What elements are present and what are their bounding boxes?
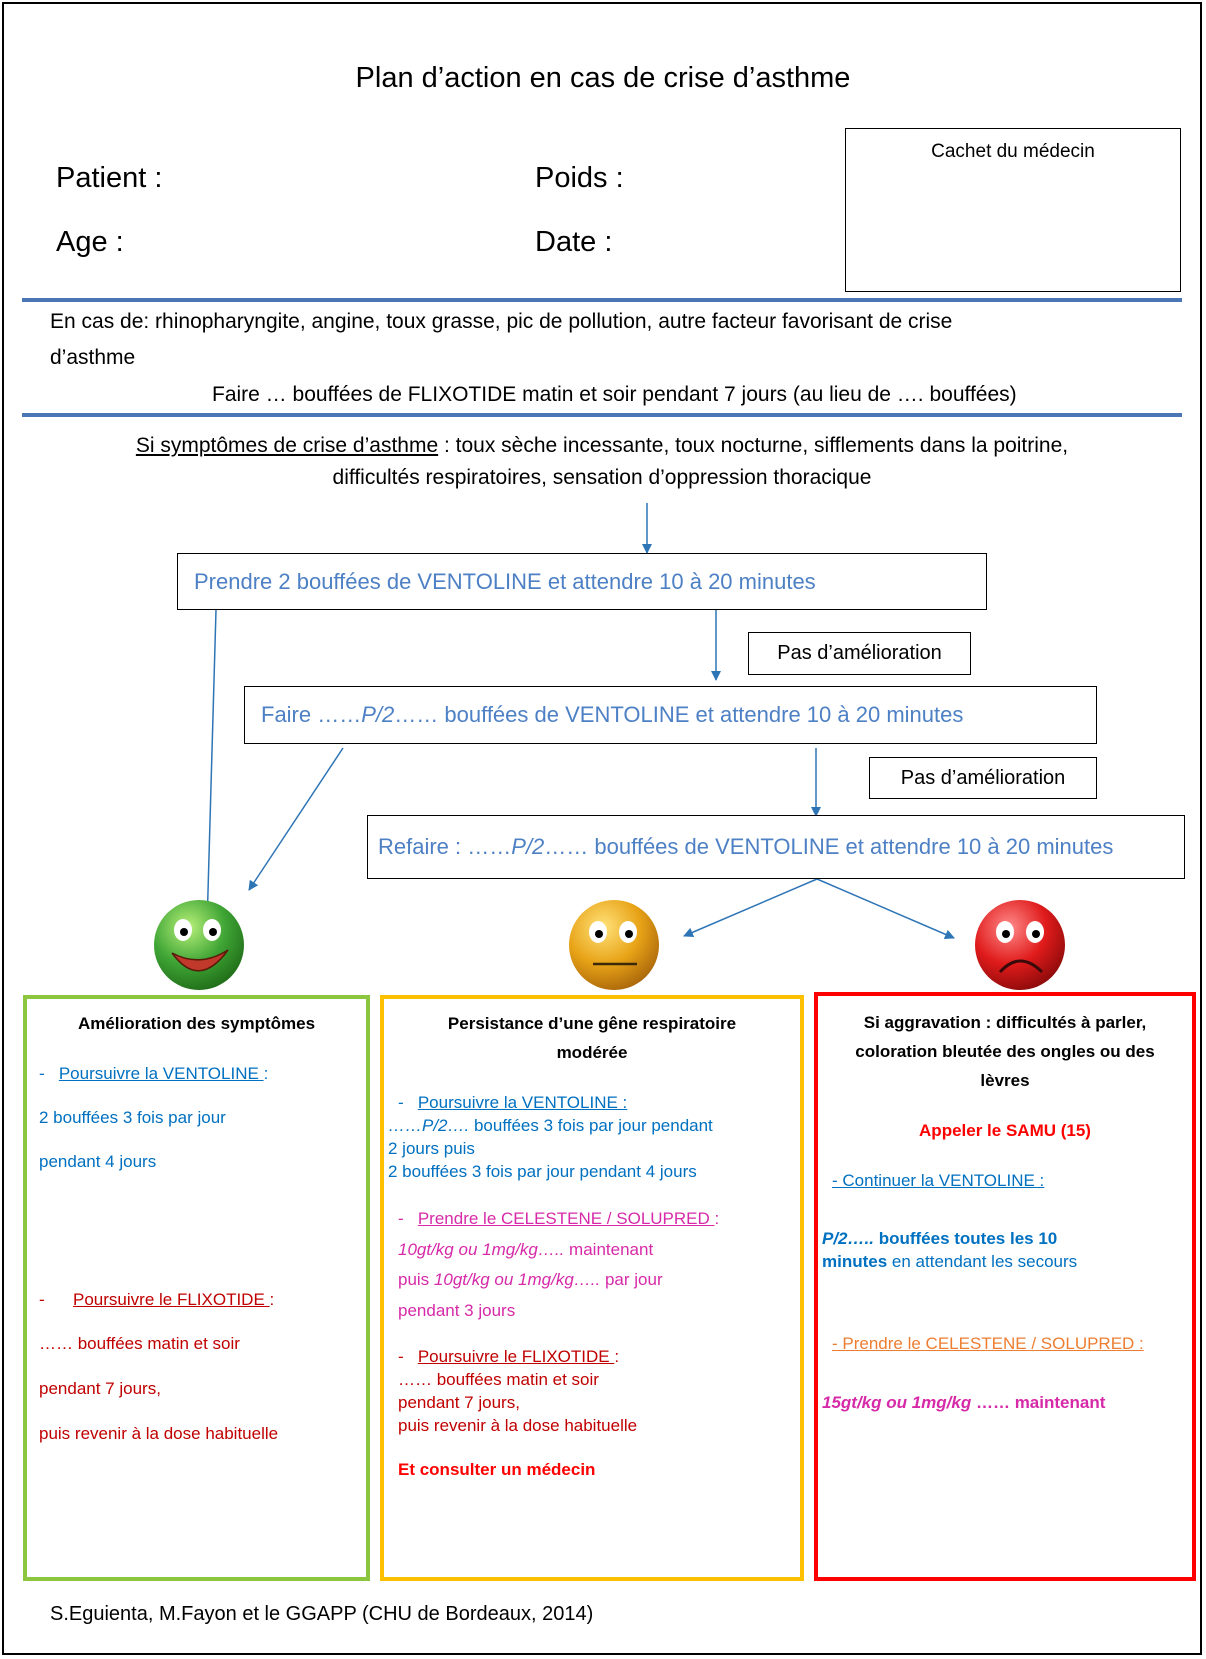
red-ventoline-waiting: en attendant les secours <box>887 1252 1078 1271</box>
red-celestene-label: - Prendre le CELESTENE / SOLUPRED : <box>832 1334 1144 1353</box>
no-improvement-label-1: Pas d’amélioration <box>777 642 942 664</box>
orange-dash-3: - <box>398 1347 404 1366</box>
step-3-box: Refaire : …… P/2…… bouffées de VENTOLINE… <box>367 815 1185 879</box>
green-dash-1: - <box>39 1064 45 1083</box>
orange-flixotide-label: Poursuivre le FLIXOTIDE <box>417 1347 615 1366</box>
prevention-line-1: En cas de: rhinopharyngite, angine, toux… <box>50 310 953 333</box>
footer-credit: S.Eguienta, M.Fayon et le GGAPP (CHU de … <box>50 1603 594 1625</box>
green-flixotide-colon: : <box>269 1290 275 1309</box>
red-celestene-dose: 15gt/kg ou 1mg/kg …… maintenant <box>822 1393 1105 1413</box>
stamp-label: Cachet du médecin <box>931 141 1095 162</box>
orange-flixotide-dose-1: …… bouffées matin et soir <box>398 1370 599 1389</box>
improvement-column: Amélioration des symptômes - Poursuivre … <box>23 995 370 1581</box>
orange-ventoline-dose-3: 2 bouffées 3 fois par jour pendant 4 jou… <box>388 1162 697 1181</box>
arrow-step2-to-green <box>248 747 344 891</box>
poids-label: Poids : <box>535 162 624 194</box>
step-2-box: Faire …… P/2…… bouffées de VENTOLINE et … <box>244 686 1097 744</box>
green-flixotide-dose-2: pendant 7 jours, <box>39 1379 161 1398</box>
divider-top <box>22 298 1182 302</box>
orange-ventoline-label: Poursuivre la VENTOLINE : <box>417 1093 628 1112</box>
prevention-flixotide-line: Faire … bouffées de FLIXOTIDE matin et s… <box>212 383 1017 406</box>
call-samu: Appeler le SAMU (15) <box>919 1121 1091 1140</box>
green-ventoline-label: Poursuivre la VENTOLINE <box>58 1064 264 1083</box>
arrow-step3-to-red <box>816 878 955 940</box>
orange-celestene-per-day: par jour <box>600 1270 663 1289</box>
divider-middle <box>22 413 1182 417</box>
orange-dash-1: - <box>398 1093 404 1112</box>
red-celestene-now: …… maintenant <box>971 1393 1106 1412</box>
improvement-title: Amélioration des symptômes <box>77 1014 316 1033</box>
orange-flixotide-colon: : <box>614 1347 620 1366</box>
orange-celestene-dose-1: 10gt/kg ou 1mg/kg….. maintenant <box>398 1240 653 1260</box>
orange-ventoline-p2: ……P/2…. <box>388 1116 470 1135</box>
red-ventoline-minutes: minutes <box>822 1252 888 1271</box>
persistence-title-2: modérée <box>556 1043 628 1062</box>
orange-celestene-label: Prendre le CELESTENE / SOLUPRED <box>417 1209 715 1228</box>
consult-doctor: Et consulter un médecin <box>398 1460 596 1479</box>
green-flixotide-dose-1: …… bouffées matin et soir <box>39 1334 240 1353</box>
red-ventoline-dose-1: P/2….. bouffées toutes les 10 <box>822 1229 1057 1249</box>
step-2-text-b: …… bouffées de VENTOLINE et attendre 10 … <box>394 702 964 727</box>
orange-celestene-now: maintenant <box>564 1240 654 1259</box>
aggravation-title-1: Si aggravation : difficultés à parler, <box>863 1013 1147 1032</box>
step-1-text: Prendre 2 bouffées de VENTOLINE et atten… <box>194 568 816 594</box>
green-flixotide-line: - Poursuivre le FLIXOTIDE : <box>39 1290 274 1310</box>
arrow-step3-to-orange <box>683 878 818 938</box>
aggravation-column: Si aggravation : difficultés à parler, c… <box>814 992 1196 1581</box>
symptoms-rest: : toux sèche incessante, toux nocturne, … <box>438 434 1069 457</box>
doctor-stamp-box: Cachet du médecin <box>845 128 1181 292</box>
step-2-text-a: Faire …… <box>261 702 362 727</box>
no-improvement-box-2: Pas d’amélioration <box>869 757 1097 799</box>
symptoms-label: Si symptômes de crise d’asthme <box>135 434 439 457</box>
persistence-title-1: Persistance d’une gêne respiratoire <box>447 1014 737 1033</box>
orange-flixotide-dose-3: puis revenir à la dose habituelle <box>398 1416 638 1435</box>
patient-label: Patient : <box>56 162 163 194</box>
page-title: Plan d’action en cas de crise d’asthme <box>355 62 851 94</box>
orange-ventoline-line: - Poursuivre la VENTOLINE : <box>398 1093 627 1113</box>
persistence-column: Persistance d’une gêne respiratoire modé… <box>380 995 804 1581</box>
green-ventoline-colon: : <box>263 1064 269 1083</box>
orange-ventoline-freq: bouffées 3 fois par jour pendant <box>469 1116 713 1135</box>
step-3-text-a: Refaire : …… <box>378 834 512 859</box>
aggravation-title-2: coloration bleutée des ongles ou des <box>855 1042 1155 1061</box>
orange-celestene-dose-value: 10gt/kg ou 1mg/kg….. <box>398 1240 565 1259</box>
orange-celestene-dose-2: puis 10gt/kg ou 1mg/kg….. par jour <box>398 1270 663 1290</box>
orange-celestene-dose-value-2: 10gt/kg ou 1mg/kg….. <box>433 1270 601 1289</box>
step-3-text-b: …… bouffées de VENTOLINE et attendre 10 … <box>544 834 1114 859</box>
no-improvement-box-1: Pas d’amélioration <box>748 632 971 675</box>
red-ventoline-p2: P/2….. <box>822 1229 874 1248</box>
green-ventoline-dose-1: 2 bouffées 3 fois par jour <box>39 1108 226 1127</box>
step-1-box: Prendre 2 bouffées de VENTOLINE et atten… <box>177 553 987 610</box>
green-ventoline-line: - Poursuivre la VENTOLINE : <box>39 1064 268 1084</box>
green-ventoline-dose-2: pendant 4 jours <box>39 1152 157 1171</box>
orange-flixotide-line: - Poursuivre le FLIXOTIDE : <box>398 1347 619 1367</box>
green-dash-2: - <box>39 1290 45 1309</box>
step-3-dose: P/2 <box>511 834 545 859</box>
date-label: Date : <box>535 226 613 258</box>
aggravation-title-3: lèvres <box>980 1071 1030 1090</box>
red-celestene-dose-value: 15gt/kg ou 1mg/kg <box>822 1393 972 1412</box>
orange-celestene-colon: : <box>714 1209 720 1228</box>
orange-celestene-dose-3: pendant 3 jours <box>398 1301 516 1320</box>
arrow-step1-to-green <box>202 609 217 928</box>
prevention-line-2: d’asthme <box>50 346 136 369</box>
orange-dash-2: - <box>398 1209 404 1228</box>
red-ventoline-every: bouffées toutes les 10 <box>873 1229 1058 1248</box>
orange-ventoline-dose-2: 2 jours puis <box>388 1139 475 1158</box>
green-flixotide-dose-3: puis revenir à la dose habituelle <box>39 1424 279 1443</box>
symptoms-line-2: difficultés respiratoires, sensation d’o… <box>332 466 872 489</box>
symptoms-line-1: Si symptômes de crise d’asthme : toux sè… <box>22 428 1182 464</box>
green-flixotide-label: Poursuivre le FLIXOTIDE <box>73 1290 270 1309</box>
age-label: Age : <box>56 226 124 258</box>
red-ventoline-dose-2: minutes en attendant les secours <box>822 1252 1077 1272</box>
no-improvement-label-2: Pas d’amélioration <box>900 766 1066 789</box>
orange-celestene-puis: puis <box>398 1270 434 1289</box>
orange-ventoline-dose-1: ……P/2…. bouffées 3 fois par jour pendant <box>388 1116 713 1136</box>
red-ventoline-label: - Continuer la VENTOLINE : <box>832 1171 1045 1190</box>
orange-celestene-line: - Prendre le CELESTENE / SOLUPRED : <box>398 1209 719 1229</box>
step-2-dose: P/2 <box>361 702 395 727</box>
orange-flixotide-dose-2: pendant 7 jours, <box>398 1393 520 1412</box>
